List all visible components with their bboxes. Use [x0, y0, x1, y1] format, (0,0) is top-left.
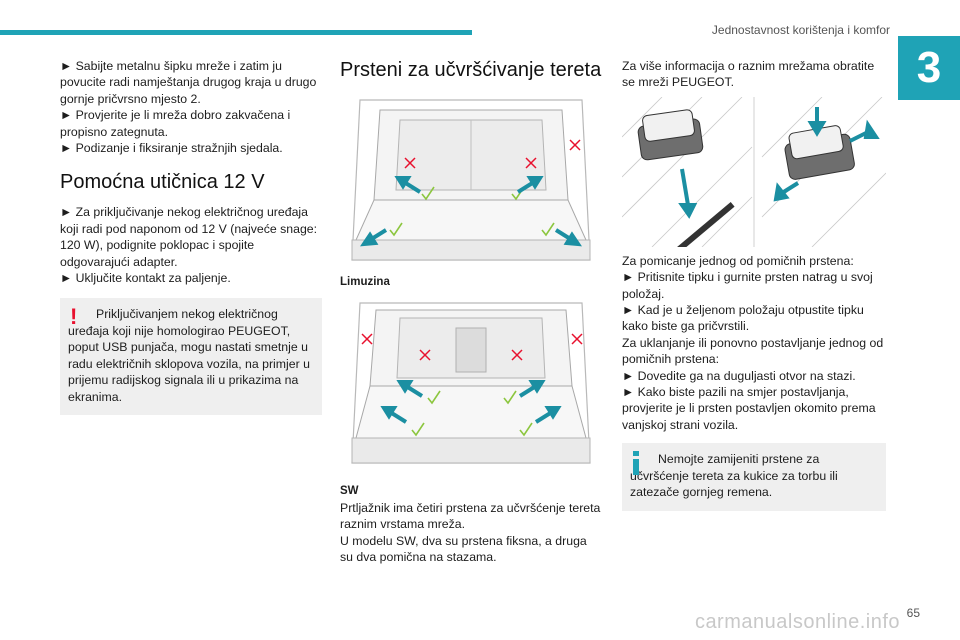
paragraph: Za pomicanje jednog od pomičnih prstena:: [622, 253, 854, 268]
header-title: Jednostavnost korištenja i komfor: [711, 23, 890, 37]
paragraph: ► Dovedite ga na duguljasti otvor na sta…: [622, 368, 856, 383]
figure-caption: Limuzina: [340, 276, 390, 288]
paragraph: ► Kako biste pazili na smjer postavljanj…: [622, 385, 876, 432]
column-3: Za više informacija o raznim mrežama obr…: [622, 58, 886, 511]
section-heading: Pomoćna utičnica 12 V: [60, 171, 265, 194]
paragraph: ► Za priključivanje nekog električnog ur…: [60, 205, 318, 269]
column-1: ► Sabijte metalnu šipku mreže i zatim ju…: [60, 58, 322, 415]
paragraph: ► Sabijte metalnu šipku mreže i zatim ju…: [60, 59, 317, 106]
paragraph: ► Uključite kontakt za paljenje.: [60, 271, 231, 286]
sedan-trunk-illustration: [340, 90, 602, 270]
paragraph: ► Kad je u željenom položaju otpustite t…: [622, 303, 864, 334]
warning-icon: !: [70, 304, 78, 330]
paragraph: ► Pritisnite tipku i gurnite prsten natr…: [622, 270, 873, 301]
watermark: carmanualsonline.info: [694, 611, 900, 633]
section-heading: Prsteni za učvršćivanje tereta: [340, 59, 602, 81]
info-icon: [633, 451, 639, 476]
paragraph: ► Podizanje i fiksiranje stražnjih sjeda…: [60, 141, 283, 156]
sw-trunk-illustration: [340, 298, 602, 474]
warning-box: ! Priključivanjem nekog električnog uređ…: [60, 298, 322, 415]
info-text: Nemojte zamijeniti prstene za učvršćenje…: [630, 452, 838, 500]
page-number: 65: [906, 606, 920, 620]
info-box: Nemojte zamijeniti prstene za učvršćenje…: [622, 443, 886, 511]
column-2: Prsteni za učvršćivanje tereta Limuzina: [340, 58, 602, 565]
warning-text: Priključivanjem nekog električnog uređaj…: [68, 307, 310, 404]
paragraph: U modelu SW, dva su prstena fiksna, a dr…: [340, 533, 587, 565]
chapter-tab: 3: [898, 36, 960, 100]
paragraph: ► Provjerite je li mreža dobro zakvačena…: [60, 108, 291, 139]
paragraph: Za više informacija o raznim mrežama obr…: [622, 59, 875, 90]
paragraph: Za uklanjanje ili ponovno postavljanje j…: [622, 335, 884, 367]
paragraph: Prtljažnik ima četiri prstena za učvršće…: [340, 500, 601, 532]
figure-caption: SW: [340, 485, 359, 498]
movable-ring-illustration: [622, 96, 886, 247]
header-accent-line: [0, 30, 472, 35]
